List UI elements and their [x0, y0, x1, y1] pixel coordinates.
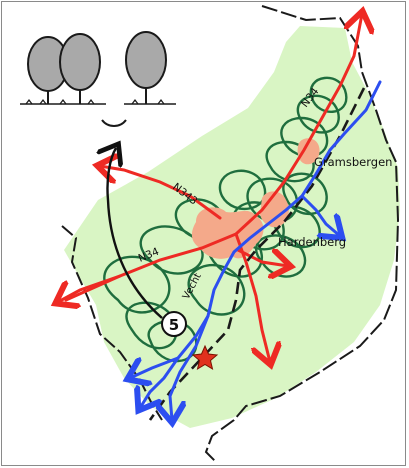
town-gramsbergen-area [297, 138, 320, 165]
numbered-marker: 5 [161, 311, 187, 337]
railway [148, 87, 366, 421]
label-hardenberg: Hardenberg [278, 235, 346, 249]
trees-illustration [20, 31, 176, 127]
river-vecht-branch-south [170, 314, 210, 420]
ground-dip [101, 119, 127, 127]
ground-tufts [25, 99, 165, 105]
road-n343 [100, 166, 222, 220]
river-vecht-main [140, 80, 382, 408]
border-line [204, 5, 400, 463]
river-vecht-branch-west [130, 356, 180, 378]
river-vecht-branch-east [300, 194, 340, 236]
tree-icon [125, 31, 167, 104]
tree-icon [59, 33, 101, 104]
road-hardenberg-east [236, 250, 288, 266]
marker-number: 5 [169, 316, 179, 334]
star-icon [191, 344, 219, 371]
tree-icon [27, 36, 69, 104]
pointer-arrow [107, 148, 163, 319]
road-n34 [64, 14, 362, 302]
road-n34-west-arm [58, 274, 122, 302]
river-vecht [130, 80, 382, 420]
town-hardenberg-east-area [260, 191, 289, 228]
roads [58, 14, 362, 362]
label-gramsbergen: Gramsbergen [314, 155, 392, 169]
